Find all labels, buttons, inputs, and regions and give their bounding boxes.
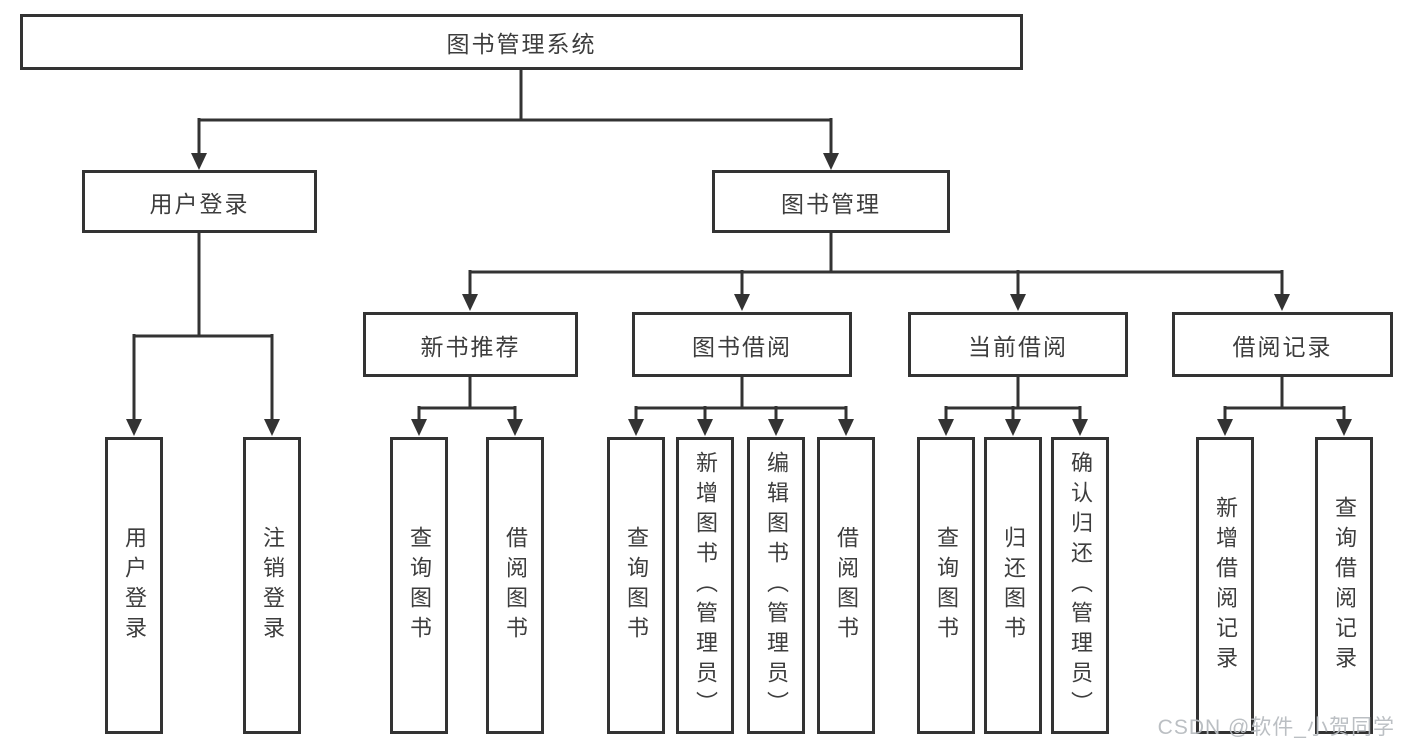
leaf-return-book: 归还图书 bbox=[984, 437, 1042, 734]
leaf-query-book-label: 查询图书 bbox=[407, 525, 432, 646]
node-book-management: 图书管理 bbox=[712, 170, 950, 233]
node-user-login-label: 用户登录 bbox=[149, 190, 250, 217]
leaf-query-borrow-record: 查询借阅记录 bbox=[1315, 437, 1373, 734]
leaf-confirm-return-admin-label: 确认归还（管理员） bbox=[1068, 450, 1093, 721]
leaf-query-book-label: 查询图书 bbox=[934, 525, 959, 646]
node-borrow-record-label: 借阅记录 bbox=[1232, 333, 1333, 360]
node-root-system: 图书管理系统 bbox=[20, 14, 1023, 70]
leaf-borrow-book-label: 借阅图书 bbox=[834, 525, 859, 646]
leaf-query-borrow-record-label: 查询借阅记录 bbox=[1332, 495, 1357, 676]
node-root-label: 图书管理系统 bbox=[446, 31, 597, 57]
leaf-user-login: 用户登录 bbox=[105, 437, 163, 734]
leaf-query-book-label: 查询图书 bbox=[624, 525, 649, 646]
leaf-confirm-return-admin: 确认归还（管理员） bbox=[1051, 437, 1109, 734]
node-book-borrow: 图书借阅 bbox=[632, 312, 852, 377]
leaf-query-book-under-book-borrow: 查询图书 bbox=[607, 437, 665, 734]
leaf-query-book-under-current-borrow: 查询图书 bbox=[917, 437, 975, 734]
leaf-borrow-book-under-new-book: 借阅图书 bbox=[486, 437, 544, 734]
node-new-book-recommend: 新书推荐 bbox=[363, 312, 578, 377]
leaf-borrow-book-label: 借阅图书 bbox=[503, 525, 528, 646]
leaf-add-borrow-record: 新增借阅记录 bbox=[1196, 437, 1254, 734]
leaf-edit-book-admin: 编辑图书（管理员） bbox=[747, 437, 805, 734]
leaf-add-borrow-record-label: 新增借阅记录 bbox=[1213, 495, 1238, 676]
csdn-watermark: CSDN @软件_小贺同学 bbox=[1157, 716, 1395, 739]
leaf-logout-label: 注销登录 bbox=[260, 525, 285, 646]
node-user-login: 用户登录 bbox=[82, 170, 317, 233]
node-current-borrow: 当前借阅 bbox=[908, 312, 1128, 377]
leaf-query-book-under-new-book: 查询图书 bbox=[390, 437, 448, 734]
leaf-return-book-label: 归还图书 bbox=[1001, 525, 1026, 646]
leaf-add-book-admin-label: 新增图书（管理员） bbox=[693, 450, 718, 721]
node-new-book-recommend-label: 新书推荐 bbox=[420, 333, 521, 360]
node-book-borrow-label: 图书借阅 bbox=[692, 333, 792, 360]
leaf-add-book-admin: 新增图书（管理员） bbox=[676, 437, 734, 734]
node-borrow-record: 借阅记录 bbox=[1172, 312, 1393, 377]
node-book-management-label: 图书管理 bbox=[781, 190, 881, 217]
leaf-edit-book-admin-label: 编辑图书（管理员） bbox=[764, 450, 789, 721]
node-current-borrow-label: 当前借阅 bbox=[968, 333, 1068, 360]
leaf-user-login-label: 用户登录 bbox=[122, 525, 147, 646]
leaf-logout: 注销登录 bbox=[243, 437, 301, 734]
leaf-borrow-book-under-book-borrow: 借阅图书 bbox=[817, 437, 875, 734]
